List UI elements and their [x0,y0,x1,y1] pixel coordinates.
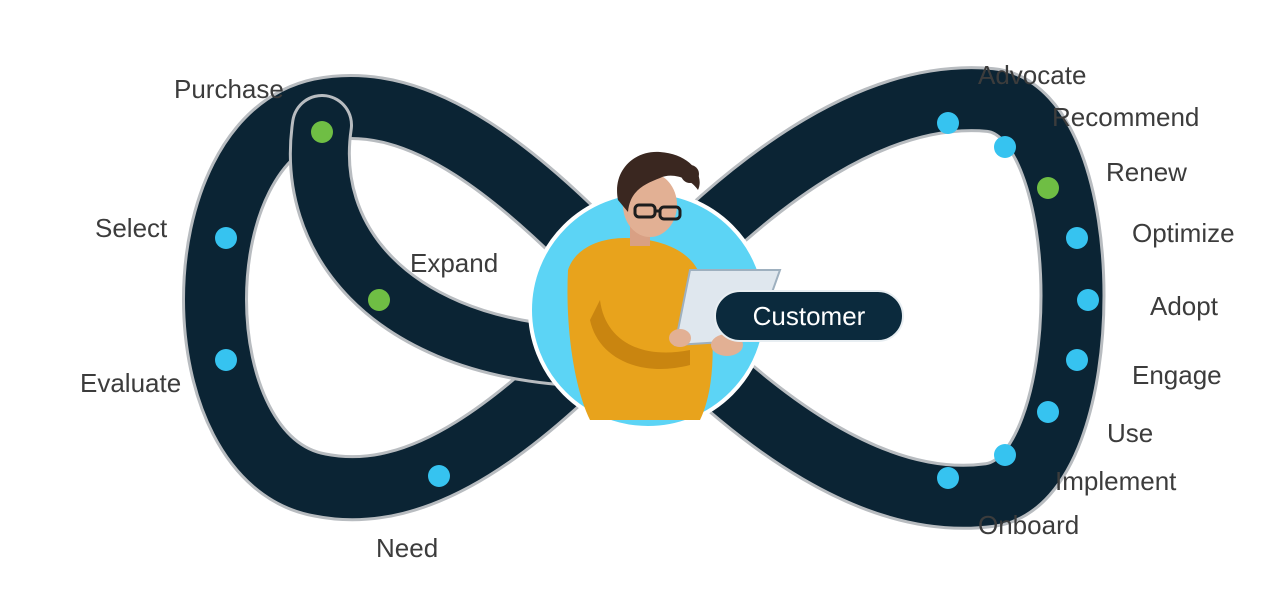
label-purchase: Purchase [174,74,284,104]
stage-dot-evaluate [215,349,237,371]
stage-dot-renew [1037,177,1059,199]
stage-dot-optimize [1066,227,1088,249]
stage-dot-purchase [311,121,333,143]
stage-dot-need [428,465,450,487]
stage-dot-engage [1066,349,1088,371]
label-optimize: Optimize [1132,218,1235,248]
label-renew: Renew [1106,157,1187,187]
customer-badge: Customer [714,290,904,342]
stage-dot-implement [994,444,1016,466]
right-loop [615,66,1106,530]
expand-arc [288,94,591,386]
label-onboard: Onboard [978,510,1080,540]
label-need: Need [376,533,439,563]
label-adopt: Adopt [1150,291,1218,321]
stage-dot-advocate [937,112,959,134]
label-expand: Expand [410,248,499,278]
label-evaluate: Evaluate [80,368,182,398]
label-implement: Implement [1055,466,1177,496]
stage-dot-expand [368,289,390,311]
stage-dot-onboard [937,467,959,489]
stage-dot-use [1037,401,1059,423]
label-recommend: Recommend [1052,102,1200,132]
label-use: Use [1107,418,1154,448]
label-engage: Engage [1132,360,1222,390]
label-select: Select [95,213,168,243]
stage-dot-select [215,227,237,249]
stage-dot-recommend [994,136,1016,158]
left-loop [182,73,665,522]
stage-dot-adopt [1077,289,1099,311]
label-advocate: Advocate [978,60,1087,90]
